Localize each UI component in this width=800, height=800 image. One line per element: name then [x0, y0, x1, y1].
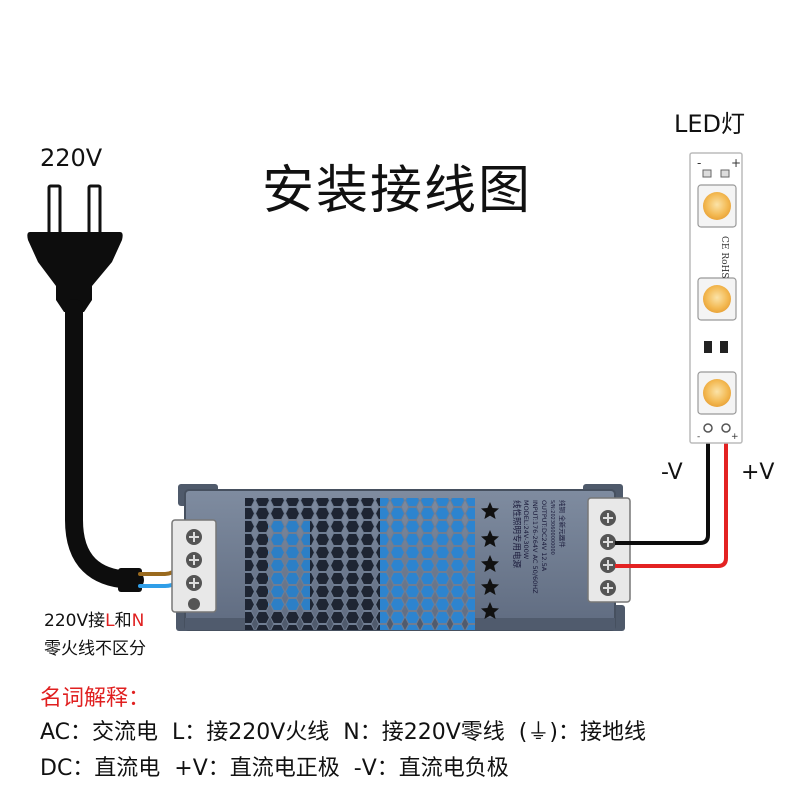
- psu-name: 线性照明专用电源: [511, 500, 522, 569]
- led-label: LED灯: [674, 110, 746, 138]
- output-wires: [615, 430, 728, 568]
- svg-text:-: -: [697, 432, 700, 442]
- negative-output-label: -V: [661, 460, 683, 485]
- strip-plus-mark: +: [731, 156, 741, 170]
- psu-output-spec: OUTPUT:DC24V 12.5A: [540, 500, 548, 572]
- input-note-line1: 220V接L和N: [44, 606, 144, 631]
- input-note-and: 和: [114, 611, 132, 631]
- power-supply: 线性照明专用电源 MODEL:24V-300W INPUT:176-264V A…: [176, 484, 625, 631]
- glossary-title: 名词解释：: [40, 686, 151, 711]
- psu-brand: 纯铜 全新元器件: [558, 500, 567, 548]
- input-note-prefix: 220V接: [44, 611, 106, 631]
- glossary-line-dc: DC：直流电 +V：直流电正极 -V：直流电负极: [40, 756, 509, 781]
- input-terminal-block: [171, 519, 217, 613]
- psu-model: MODEL:24V-300W: [522, 500, 530, 560]
- psu-spec-label: 线性照明专用电源 MODEL:24V-300W INPUT:176-264V A…: [511, 500, 567, 594]
- cert-marks: CE RoHS: [719, 236, 729, 279]
- power-plug: [27, 184, 123, 312]
- diagram-title: 安装接线图: [262, 161, 533, 221]
- svg-text:+: +: [731, 432, 739, 442]
- output-terminal-block: [587, 497, 631, 603]
- positive-output-label: +V: [741, 460, 775, 485]
- power-cord: [65, 299, 144, 592]
- psu-input-spec: INPUT:176-264V AC 50/60HZ: [531, 500, 539, 594]
- strip-minus-mark: -: [697, 156, 701, 170]
- input-note-line2: 零火线不区分: [44, 639, 146, 659]
- led-strip: - + CE RoHS - +: [689, 152, 743, 444]
- glossary-line-ac: AC：交流电 L：接220V火线 N：接220V零线 (⏚)：接地线: [40, 720, 646, 745]
- plug-voltage-label: 220V: [40, 144, 103, 172]
- led-chip: [697, 371, 737, 415]
- led-chip: [697, 184, 737, 228]
- psu-serial: S/N:20230600000000: [549, 500, 555, 555]
- input-note-N: N: [131, 611, 145, 631]
- led-chip: [697, 277, 737, 321]
- star-marks: [481, 502, 499, 619]
- input-note-L: L: [105, 611, 115, 631]
